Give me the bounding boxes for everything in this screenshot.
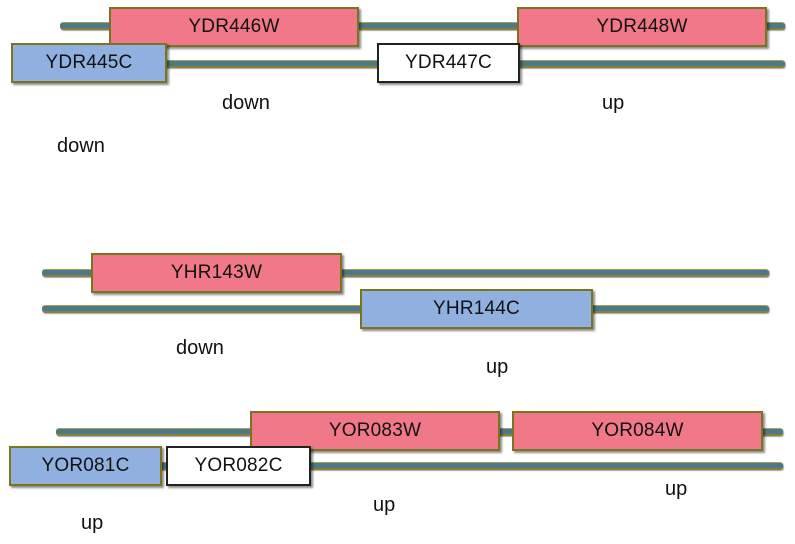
regulation-label: down bbox=[222, 92, 270, 114]
crick-strand-track bbox=[10, 462, 783, 470]
gene-ydr446w: YDR446W bbox=[109, 7, 359, 47]
regulation-label: down bbox=[176, 337, 224, 359]
watson-strand-track bbox=[42, 269, 769, 277]
regulation-label: up bbox=[373, 494, 396, 516]
regulation-label: up bbox=[602, 92, 625, 114]
gene-yor082c: YOR082C bbox=[166, 446, 311, 486]
gene-ydr448w: YDR448W bbox=[517, 7, 767, 47]
regulation-label: up bbox=[81, 512, 104, 534]
regulation-label: down bbox=[57, 135, 105, 157]
regulation-label: up bbox=[665, 478, 688, 500]
watson-strand-track bbox=[60, 22, 785, 30]
regulation-label: up bbox=[486, 356, 509, 378]
gene-yor084w: YOR084W bbox=[512, 411, 763, 451]
gene-ydr447c: YDR447C bbox=[377, 43, 520, 83]
gene-yor083w: YOR083W bbox=[250, 411, 500, 451]
gene-yhr143w: YHR143W bbox=[91, 253, 342, 293]
gene-yhr144c: YHR144C bbox=[360, 289, 593, 329]
gene-ydr445c: YDR445C bbox=[11, 43, 167, 83]
gene-yor081c: YOR081C bbox=[9, 446, 162, 486]
